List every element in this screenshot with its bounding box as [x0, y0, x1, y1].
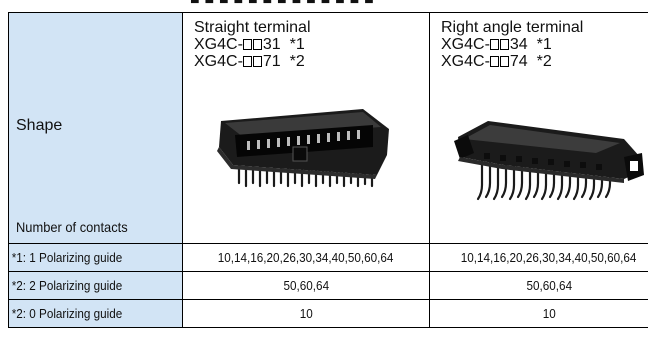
straight-terminal-cell: Straight terminal XG4C-31 *1 XG4C-71 *2: [182, 12, 430, 244]
row-label: *1: 1 Polarizing guide: [8, 243, 183, 272]
straight-terminal-model-2: XG4C-71 *2: [194, 53, 305, 70]
cropped-section-title: ■ ■ ■ ■ ■ ■ ■ ■ ■ ■ ■ ■ ■: [0, 0, 648, 14]
shape-label: Shape: [16, 117, 63, 134]
placeholder-box-icon: [252, 39, 262, 50]
row-value-right-angle: 10: [429, 299, 648, 328]
right-angle-terminal-model-2: XG4C-74 *2: [441, 53, 552, 70]
right-angle-terminal-cell: Right angle terminal XG4C-34 *1 XG4C-74 …: [429, 12, 648, 244]
table-row: *2: 2 Polarizing guide 50,60,64 50,60,64: [8, 271, 648, 300]
placeholder-box-icon: [489, 56, 499, 67]
right-angle-terminal-model-1: XG4C-34 *1: [441, 36, 552, 53]
placeholder-box-icon: [499, 56, 509, 67]
right-angle-terminal-title: Right angle terminal: [441, 19, 584, 36]
row-value-straight: 10,14,16,20,26,30,34,40,50,60,64: [182, 243, 430, 272]
table-row: *1: 1 Polarizing guide 10,14,16,20,26,30…: [8, 243, 648, 272]
table-row: *2: 0 Polarizing guide 10 10: [8, 299, 648, 328]
row-label: *2: 2 Polarizing guide: [8, 271, 183, 300]
row-value-straight: 50,60,64: [182, 271, 430, 300]
row-value-right-angle: 10,14,16,20,26,30,34,40,50,60,64: [429, 243, 648, 272]
right-angle-terminal-connector-image: [454, 121, 644, 201]
placeholder-box-icon: [242, 39, 252, 50]
cropped-title-fragment: ■ ■ ■ ■ ■ ■ ■ ■ ■ ■ ■ ■ ■: [190, 0, 374, 9]
connector-spec-table: Shape Number of contacts Straight termin…: [8, 12, 648, 328]
placeholder-box-icon: [252, 56, 262, 67]
placeholder-box-icon: [499, 39, 509, 50]
shape-row: Shape Number of contacts Straight termin…: [8, 12, 648, 244]
contacts-label: Number of contacts: [16, 219, 128, 235]
shape-header-cell: Shape Number of contacts: [8, 12, 183, 244]
row-label: *2: 0 Polarizing guide: [8, 299, 183, 328]
straight-terminal-connector-image: [217, 109, 389, 188]
straight-terminal-title: Straight terminal: [194, 19, 311, 36]
straight-terminal-model-1: XG4C-31 *1: [194, 36, 305, 53]
row-value-right-angle: 50,60,64: [429, 271, 648, 300]
placeholder-box-icon: [489, 39, 499, 50]
placeholder-box-icon: [242, 56, 252, 67]
row-value-straight: 10: [182, 299, 430, 328]
